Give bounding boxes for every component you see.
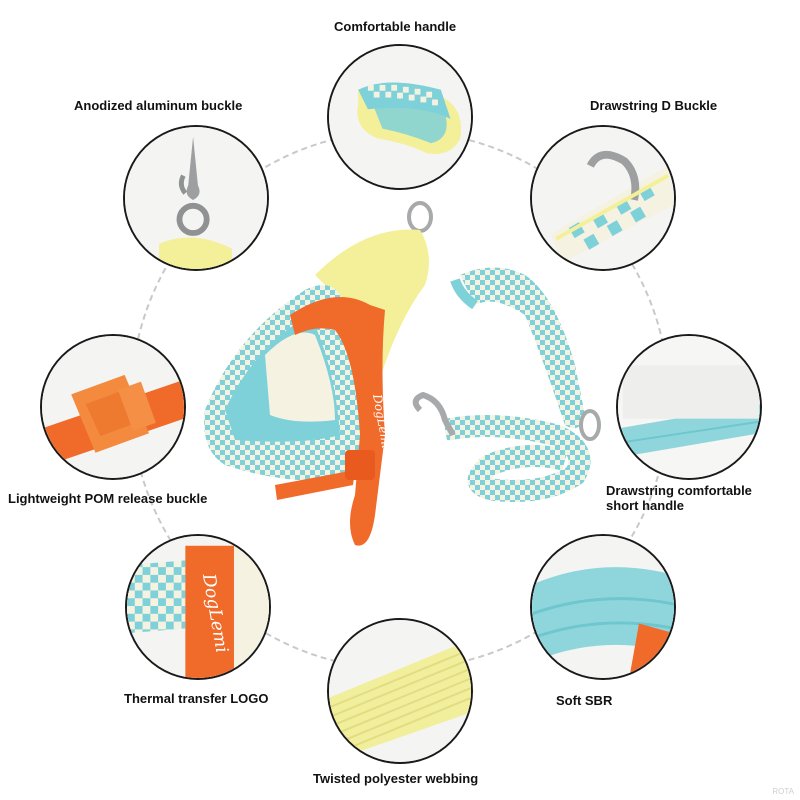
aluminum-buckle-detail-image [123, 125, 269, 271]
label-short-handle-line1: Drawstring comfortable [606, 483, 752, 498]
label-short-handle-line2: short handle [606, 498, 685, 513]
comfortable-handle-detail-image [327, 44, 473, 190]
webbing-detail-image [327, 618, 473, 764]
label-release-buckle: Lightweight POM release buckle [8, 491, 208, 506]
label-webbing: Twisted polyester webbing [313, 771, 479, 786]
release-buckle-detail-image [40, 334, 186, 480]
logo-detail-image: DogLemi [125, 534, 271, 680]
label-thermal-logo: Thermal transfer LOGO [124, 691, 269, 706]
label-d-buckle: Drawstring D Buckle [590, 98, 718, 113]
watermark: ROTA [772, 787, 794, 796]
soft-sbr-detail-image [530, 534, 676, 680]
label-comfortable-handle: Comfortable handle [334, 19, 457, 34]
d-buckle-detail-image [530, 125, 676, 271]
short-handle-detail-image [616, 334, 762, 480]
label-soft-sbr: Soft SBR [556, 693, 613, 708]
label-aluminum-buckle: Anodized aluminum buckle [74, 98, 243, 113]
harness-and-leash-image: DogLemi [195, 195, 615, 585]
